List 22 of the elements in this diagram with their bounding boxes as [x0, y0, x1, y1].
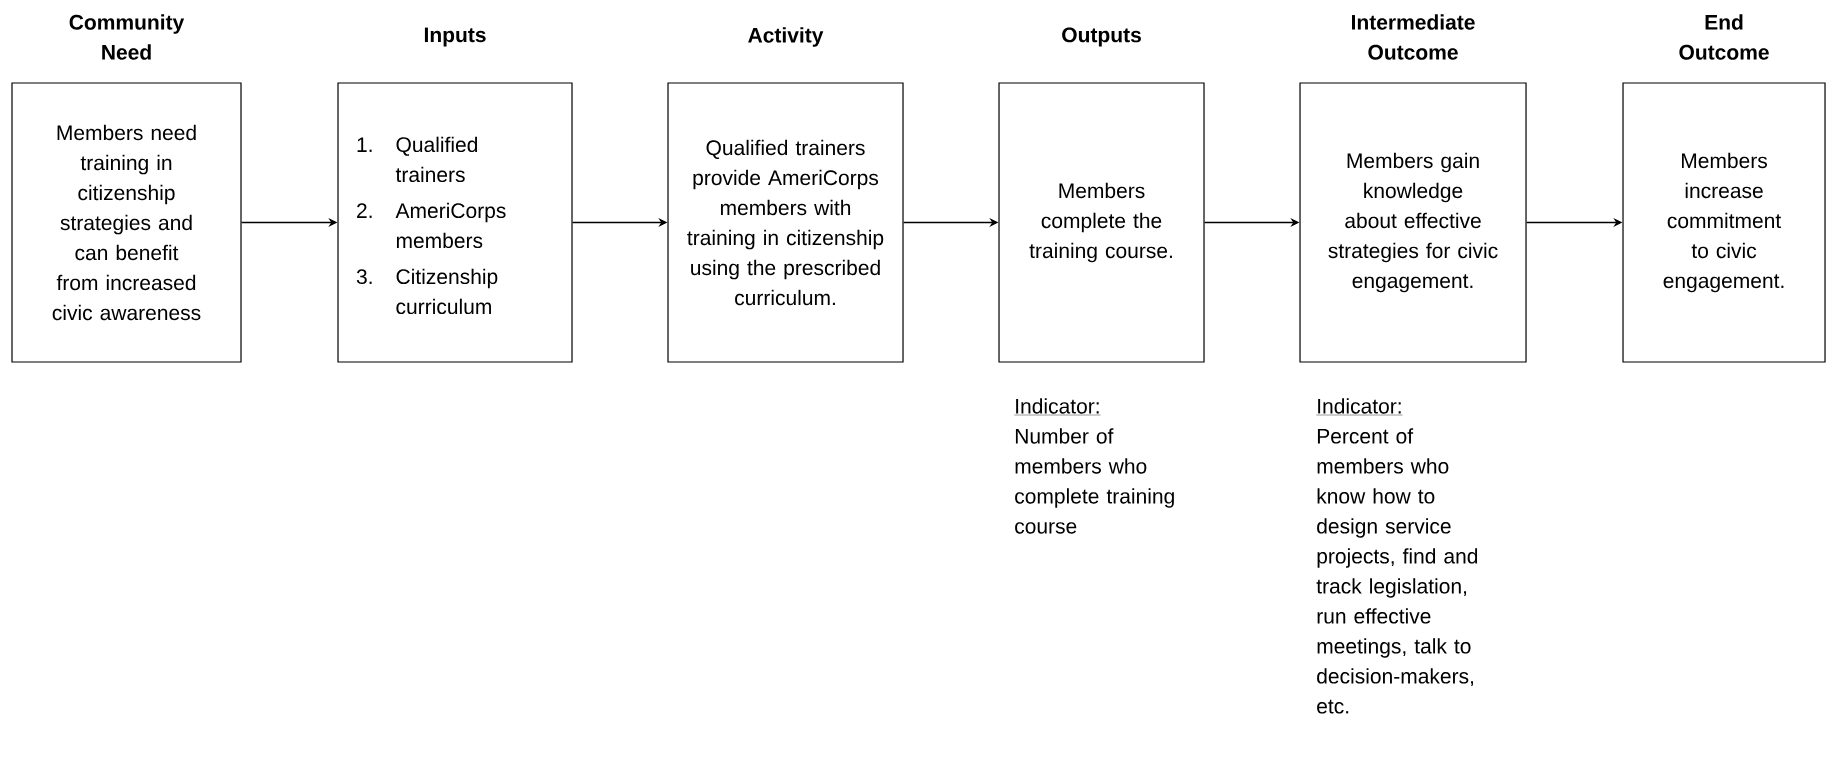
column-heading: Inputs [424, 27, 486, 47]
column-heading: Activity [748, 27, 824, 47]
indicator-text: Percent of members who know how to design service projects, find and track legislation, run effective meetings, talk to decision-makers, etc. [1316, 428, 1478, 714]
node-label: 2. [357, 203, 372, 218]
process-box: Members gain knowledge about effective strategies for civic engagement. [1299, 82, 1527, 363]
column-heading: Outputs [1062, 27, 1141, 47]
node-label: 1. [357, 137, 372, 152]
node-label: Citizenship curriculum [396, 268, 498, 315]
indicator-label: Indicator: [1014, 398, 1101, 416]
node-label: AmeriCorps members [395, 202, 506, 249]
indicator-text: Number of members who complete training course [1015, 428, 1174, 534]
process-box: 1. Qualified trainers 2. AmeriCorps members 3. Citizenship curriculum [337, 82, 573, 363]
column-heading: Intermediate Outcome [1352, 14, 1475, 60]
node-label: Qualified trainers [395, 136, 478, 183]
process-box: Qualified trainers provide AmeriCorps members with training in citizenship using the prescribed curriculum. [667, 82, 904, 363]
process-box: Members need training in citizenship strategies and can benefit from increased civic awareness [11, 82, 242, 363]
column-heading: End Outcome [1679, 14, 1769, 60]
process-box: Members increase commitment to civic engagement. [1622, 82, 1826, 363]
process-box: Members complete the training course. [998, 82, 1205, 363]
column-heading: Community Need [69, 14, 185, 60]
indicator-label: Indicator: [1316, 398, 1403, 416]
node-label: 3. [356, 269, 372, 285]
